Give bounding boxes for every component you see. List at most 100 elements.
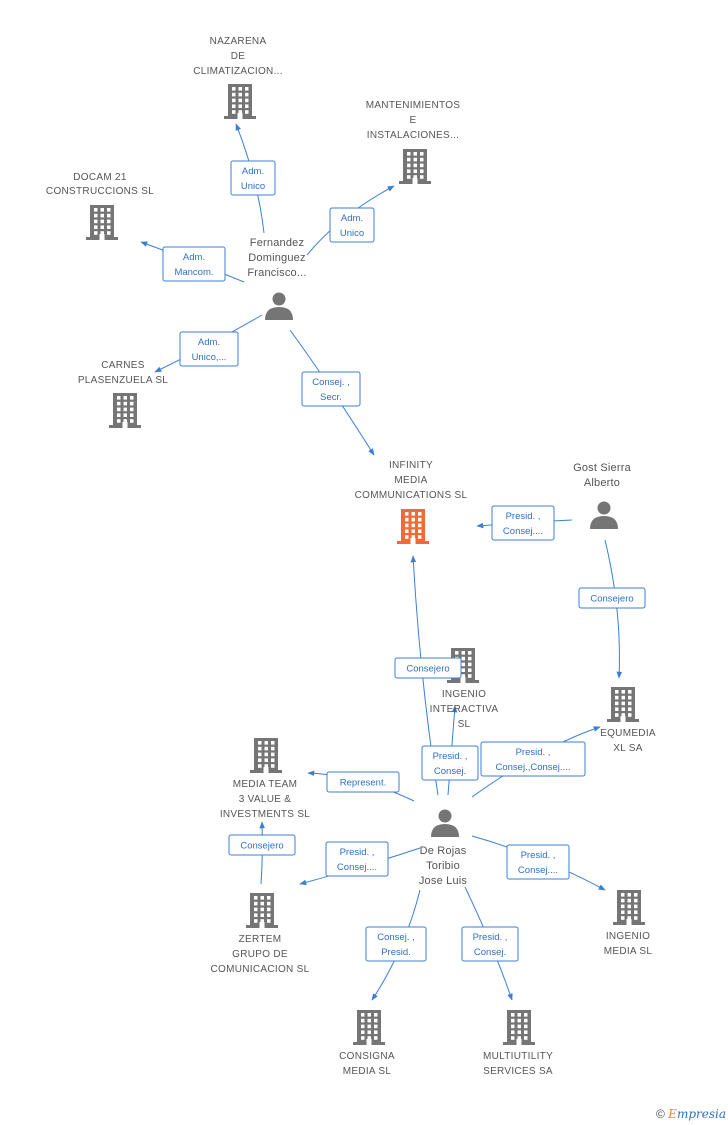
node-label: Fernandez [250, 237, 304, 249]
node-nazarena[interactable]: NAZARENADECLIMATIZACION... [193, 36, 283, 119]
node-label: CARNES [101, 360, 145, 371]
relation-text: Consej. , [377, 932, 415, 943]
relation-label-e15[interactable]: Consej. , Presid. [365, 926, 427, 962]
relation-label-e5[interactable]: Consej. , Secr. [301, 371, 361, 407]
person-icon [265, 292, 293, 320]
node-equmedia[interactable]: EQUMEDIA XL SA [600, 687, 656, 754]
node-label: ZERTEM [239, 934, 282, 945]
relation-label-e13[interactable]: Presid. , Consej.... [325, 841, 389, 877]
relation-text: Consejero [406, 664, 449, 675]
node-carnes[interactable]: CARNES PLASENZUELA SL [78, 360, 168, 428]
building-icon [246, 893, 278, 928]
node-label: INSTALACIONES... [367, 130, 459, 141]
node-label: MEDIA SL [604, 946, 653, 957]
relation-box [329, 207, 375, 243]
relation-label-e3[interactable]: Adm.Mancom. [162, 246, 226, 282]
relation-label-e2[interactable]: Adm.Unico [329, 207, 375, 243]
relation-box [230, 160, 276, 196]
relation-box [421, 745, 479, 781]
node-fernandez[interactable]: FernandezDominguezFrancisco... [247, 237, 306, 320]
relation-text: Consej. , [312, 377, 350, 388]
relation-label-e6[interactable]: Presid. , Consej.... [491, 505, 555, 541]
node-label: COMMUNICATIONS SL [355, 490, 468, 501]
relation-label-e1[interactable]: Adm.Unico [230, 160, 276, 196]
relation-text: Presid. , [473, 932, 508, 943]
node-label: NAZARENA [210, 36, 267, 47]
relation-box [506, 844, 570, 880]
node-ingenio_media[interactable]: INGENIO MEDIA SL [604, 890, 653, 957]
relation-text: Mancom. [174, 267, 213, 278]
relation-text: Consej.... [503, 526, 543, 537]
relation-text: Unico,... [192, 352, 227, 363]
relation-label-e4[interactable]: Adm.Unico,... [179, 331, 239, 367]
node-label: INVESTMENTS SL [220, 809, 310, 820]
node-label: CONSIGNA [339, 1051, 395, 1062]
node-label: MEDIA [394, 475, 427, 486]
node-label: CONSTRUCCIONS SL [46, 186, 154, 197]
relation-label-e7[interactable]: Consejero [578, 587, 646, 609]
node-label: INGENIO [442, 689, 486, 700]
relation-text: Presid. , [516, 747, 551, 758]
node-label: INFINITY [389, 460, 433, 471]
relation-label-e16[interactable]: Presid. ,Consej. [461, 926, 519, 962]
relation-box [365, 926, 427, 962]
relation-label-e8[interactable]: Consejero [394, 657, 462, 679]
relation-text: Consej.,Consej.... [496, 762, 571, 773]
node-label: Francisco... [247, 267, 306, 279]
relation-text: Consej.... [337, 862, 377, 873]
node-consigna[interactable]: CONSIGNA MEDIA SL [339, 1010, 395, 1077]
node-label: E [410, 115, 417, 126]
node-label: XL SA [613, 743, 643, 754]
relation-text: Consej.... [518, 865, 558, 876]
relation-text: Consejero [590, 594, 633, 605]
relation-label-e10[interactable]: Presid. , Consej.,Consej.... [480, 741, 586, 777]
node-label: PLASENZUELA SL [78, 375, 168, 386]
brand-footer[interactable]: © Empresia [656, 1107, 726, 1121]
building-icon [86, 205, 118, 240]
relation-box [480, 741, 586, 777]
node-label: 3 VALUE & [239, 794, 292, 805]
edge-line-gost-equmedia [604, 539, 623, 679]
relation-label-e14[interactable]: Presid. , Consej.... [506, 844, 570, 880]
relation-label-e12[interactable]: Consejero [228, 834, 296, 856]
relation-label-e9[interactable]: Presid. ,Consej. [421, 745, 479, 781]
building-icon [250, 738, 282, 773]
relation-text: Presid. , [506, 511, 541, 522]
node-label: INGENIO [606, 931, 650, 942]
brand-name: mpresia [676, 1107, 726, 1121]
node-mantenimientos[interactable]: MANTENIMIENTOSEINSTALACIONES... [366, 100, 461, 184]
building-icon [397, 509, 429, 544]
relation-text: Presid. , [521, 850, 556, 861]
node-label: MULTIUTILITY [483, 1051, 553, 1062]
building-icon [503, 1010, 535, 1045]
building-icon [224, 84, 256, 119]
relation-text: Presid. , [340, 847, 375, 858]
node-label: De Rojas [420, 845, 467, 857]
node-label: EQUMEDIA [600, 728, 656, 739]
relation-text: Secr. [320, 392, 342, 403]
node-label: MEDIA SL [343, 1066, 392, 1077]
node-docam[interactable]: DOCAM 21 CONSTRUCCIONS SL [46, 172, 154, 240]
relation-box [179, 331, 239, 367]
relation-text: Consej. [434, 766, 466, 777]
node-label: DE [231, 51, 246, 62]
person-icon [431, 809, 459, 837]
relation-text: Represent. [340, 778, 386, 789]
node-label: Alberto [584, 477, 620, 489]
person-icon [590, 501, 618, 529]
relation-text: Presid. [381, 947, 411, 958]
relation-text: Adm. [242, 166, 264, 177]
node-infinity[interactable]: INFINITY MEDIA COMMUNICATIONS SL [355, 460, 468, 544]
relation-label-e11[interactable]: Represent. [326, 771, 400, 793]
building-icon [353, 1010, 385, 1045]
relation-box [228, 834, 296, 856]
node-label: DOCAM 21 [73, 172, 127, 183]
copyright-icon: © [655, 1107, 665, 1121]
relation-box [394, 657, 462, 679]
